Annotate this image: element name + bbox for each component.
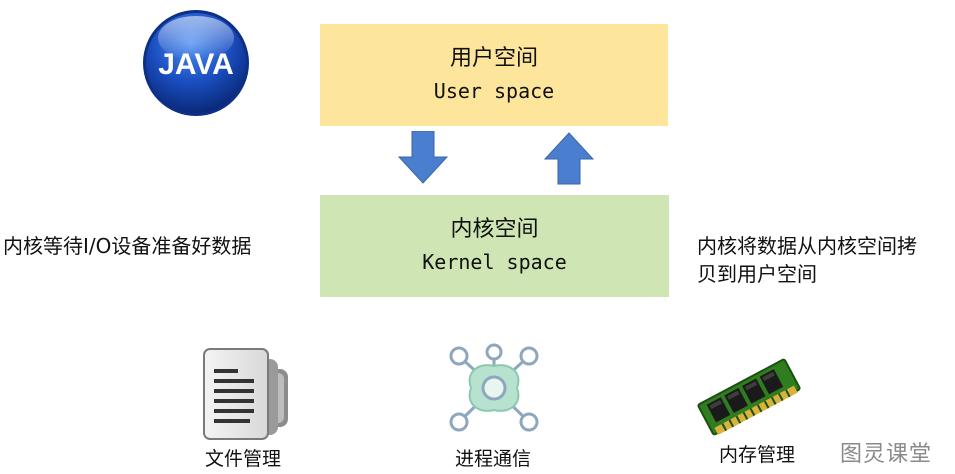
right-caption: 内核将数据从内核空间拷 贝到用户空间 (697, 232, 917, 288)
left-caption: 内核等待I/O设备准备好数据 (3, 234, 252, 258)
right-caption-line-1: 内核将数据从内核空间拷 (697, 234, 917, 258)
user-space-box: 用户空间 User space (320, 24, 668, 126)
arrow-down-icon (397, 130, 449, 185)
user-space-title: 用户空间 (449, 46, 538, 71)
memory-chip-icon (694, 352, 804, 442)
kernel-space-box: 内核空间 Kernel space (320, 195, 669, 297)
java-logo-text: JAVA (158, 48, 234, 81)
arrow-up-icon (543, 131, 595, 185)
process-communication-label: 进程通信 (455, 448, 532, 470)
file-document-icon (196, 343, 296, 443)
watermark: 图灵课堂 (840, 442, 933, 467)
kernel-space-subtitle: Kernel space (422, 250, 567, 274)
file-management-label: 文件管理 (205, 448, 282, 470)
process-network-icon (443, 342, 545, 442)
user-space-subtitle: User space (433, 79, 555, 103)
kernel-space-title: 内核空间 (450, 217, 539, 242)
memory-management-label: 内存管理 (719, 444, 796, 466)
right-caption-line-2: 贝到用户空间 (697, 262, 817, 286)
java-logo-icon: JAVA (141, 8, 251, 118)
